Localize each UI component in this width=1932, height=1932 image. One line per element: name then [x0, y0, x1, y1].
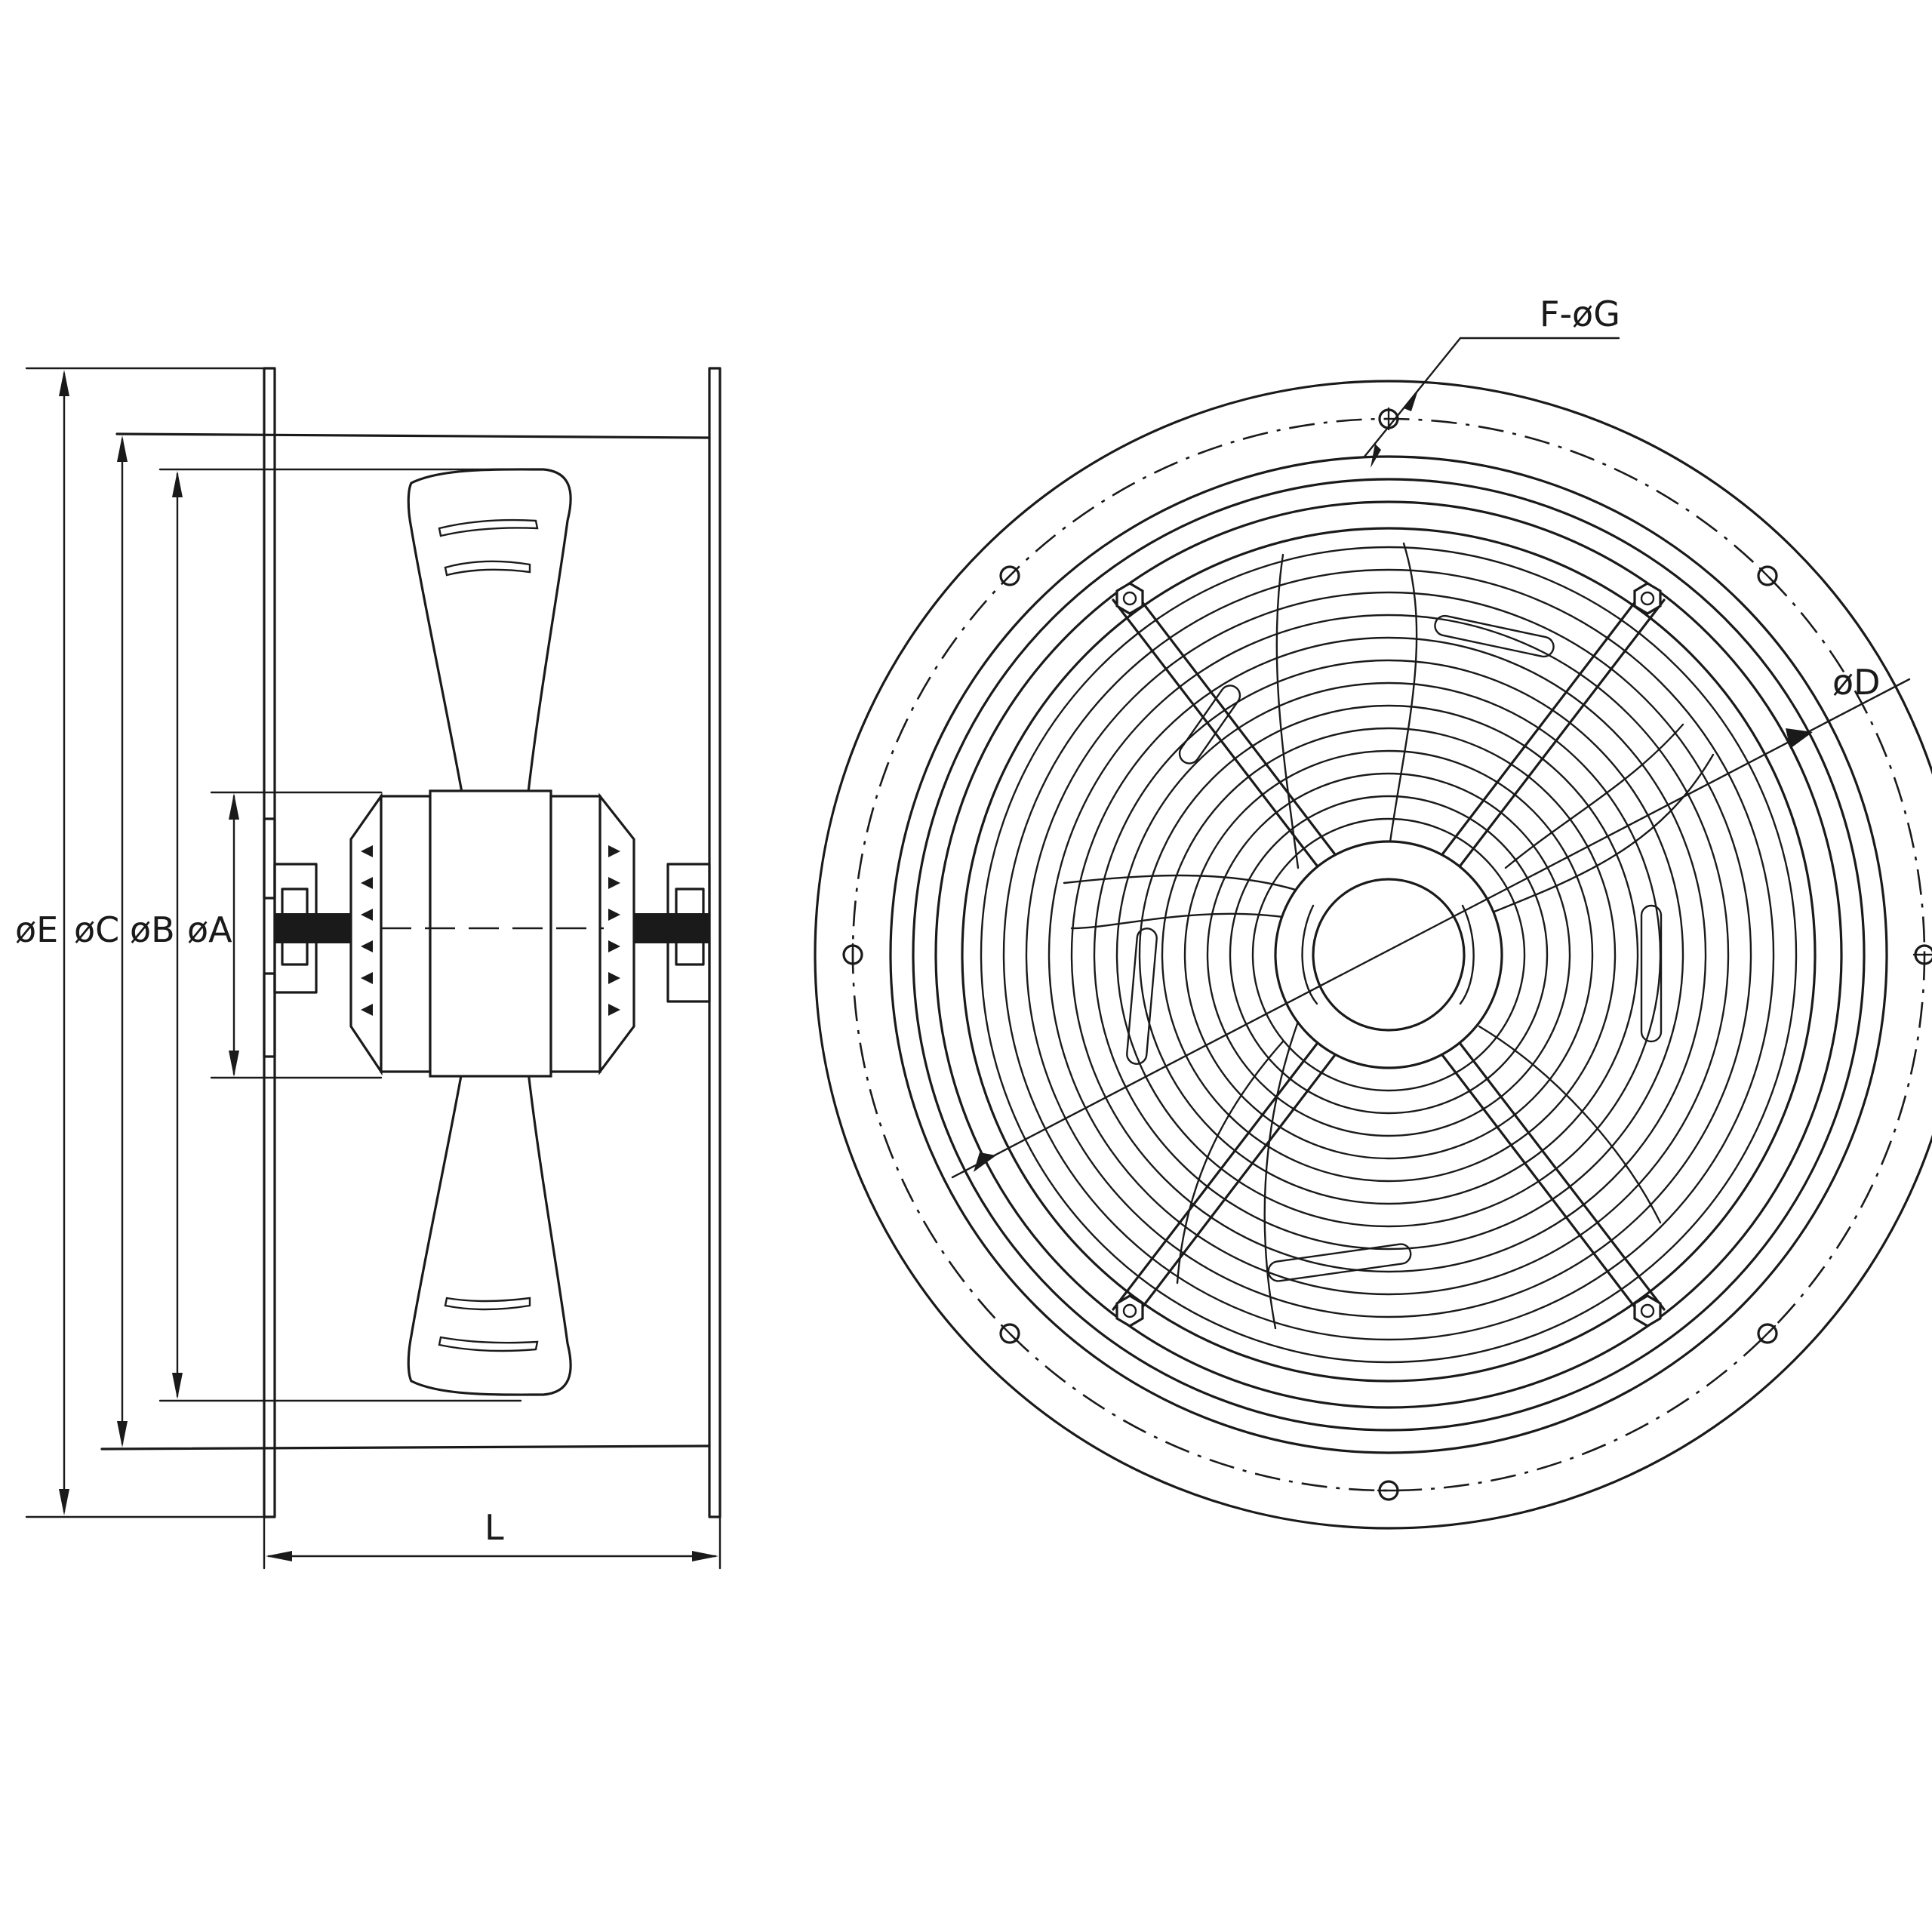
dim-arrow-a-top: [229, 793, 239, 820]
front-view: øD F-øG: [814, 294, 1932, 1530]
outer-flange-ring: [814, 380, 1932, 1530]
label-length: L: [485, 1507, 504, 1548]
bolt-hole: [1377, 1480, 1401, 1501]
label-bg-b: [128, 909, 172, 955]
front-shaft-bar: [275, 913, 350, 943]
motor-hub-face: [1312, 878, 1466, 1032]
front-flange-plate: [263, 367, 276, 1518]
bolt-hole: [999, 1323, 1020, 1344]
guard-grille-rings: [980, 546, 1798, 1364]
label-dia-c: øC: [74, 909, 119, 950]
front-bracket-slot-lower: [263, 972, 276, 1058]
lower-blade: [407, 1070, 572, 1396]
motor-left-band: [380, 795, 432, 1073]
fan-opening-ring: [961, 527, 1817, 1383]
leader-holes-arrow-lower: [1371, 444, 1381, 468]
rotation-arrows-right: [608, 845, 620, 1016]
hub-left-cone: [349, 792, 383, 1076]
upper-blade-slot-2: [444, 560, 531, 577]
rear-shaft-bar: [634, 913, 709, 943]
dim-arrow-a-bottom: [229, 1051, 239, 1077]
dim-arrow-c-top: [117, 435, 128, 462]
label-bg-c: [72, 909, 116, 955]
bolt-hole: [1912, 944, 1932, 965]
label-dia-e: øE: [15, 909, 58, 950]
bolt-hole: [1757, 565, 1778, 586]
casing-ring-outer: [889, 455, 1888, 1454]
casing-ring-inner: [912, 478, 1866, 1432]
dim-line-d: [951, 678, 1911, 1179]
guard-support-bars: [1112, 587, 1666, 1322]
casing-bottom-line: [100, 1444, 711, 1451]
leader-holes-arrow-upper: [1404, 388, 1419, 411]
fan-blades-outline: [1063, 542, 1715, 1330]
dim-arrow-d-upper: [1786, 728, 1813, 749]
rotation-arrows-left: [361, 845, 373, 1016]
label-dia-a: øA: [187, 909, 232, 950]
bolt-holes: [842, 407, 1932, 1501]
hub-detail: [1301, 904, 1475, 1005]
casing-top-line: [115, 432, 711, 439]
bolt-hole: [1757, 1323, 1778, 1344]
dim-arrow-d-lower: [974, 1152, 996, 1172]
label-dia-d: øD: [1832, 662, 1881, 703]
label-bg-e: [14, 909, 57, 955]
upper-blade-slot-1: [438, 518, 539, 537]
hub-right-cone: [598, 792, 635, 1075]
label-holes: F-øG: [1540, 294, 1620, 334]
lower-blade-slot-1: [444, 1297, 531, 1311]
side-view: øE øC øB øA L: [14, 367, 721, 1570]
dim-arrow-b-top: [172, 471, 183, 497]
dim-arrow-e-bottom: [59, 1489, 69, 1515]
motor-right-band: [549, 795, 601, 1073]
support-bar-end-nuts: [1115, 582, 1662, 1327]
dim-arrow-e-top: [59, 370, 69, 396]
dim-arrow-l-left: [266, 1551, 292, 1561]
lower-blade-slot-2: [438, 1336, 539, 1352]
dim-arrow-b-bottom: [172, 1373, 183, 1399]
front-bracket-slot-upper: [263, 817, 276, 900]
label-bg-a: [186, 909, 229, 955]
label-dia-b: øB: [130, 909, 175, 950]
guard-slots: [1126, 614, 1663, 1282]
dim-arrow-c-bottom: [117, 1421, 128, 1447]
dim-arrow-l-right: [692, 1551, 718, 1561]
motor-body: [429, 789, 552, 1078]
bolt-hole: [999, 565, 1020, 586]
rear-flange-plate: [708, 367, 721, 1518]
casing-ring-lip: [934, 500, 1843, 1409]
upper-blade: [407, 468, 572, 794]
bolt-hole: [842, 943, 863, 967]
